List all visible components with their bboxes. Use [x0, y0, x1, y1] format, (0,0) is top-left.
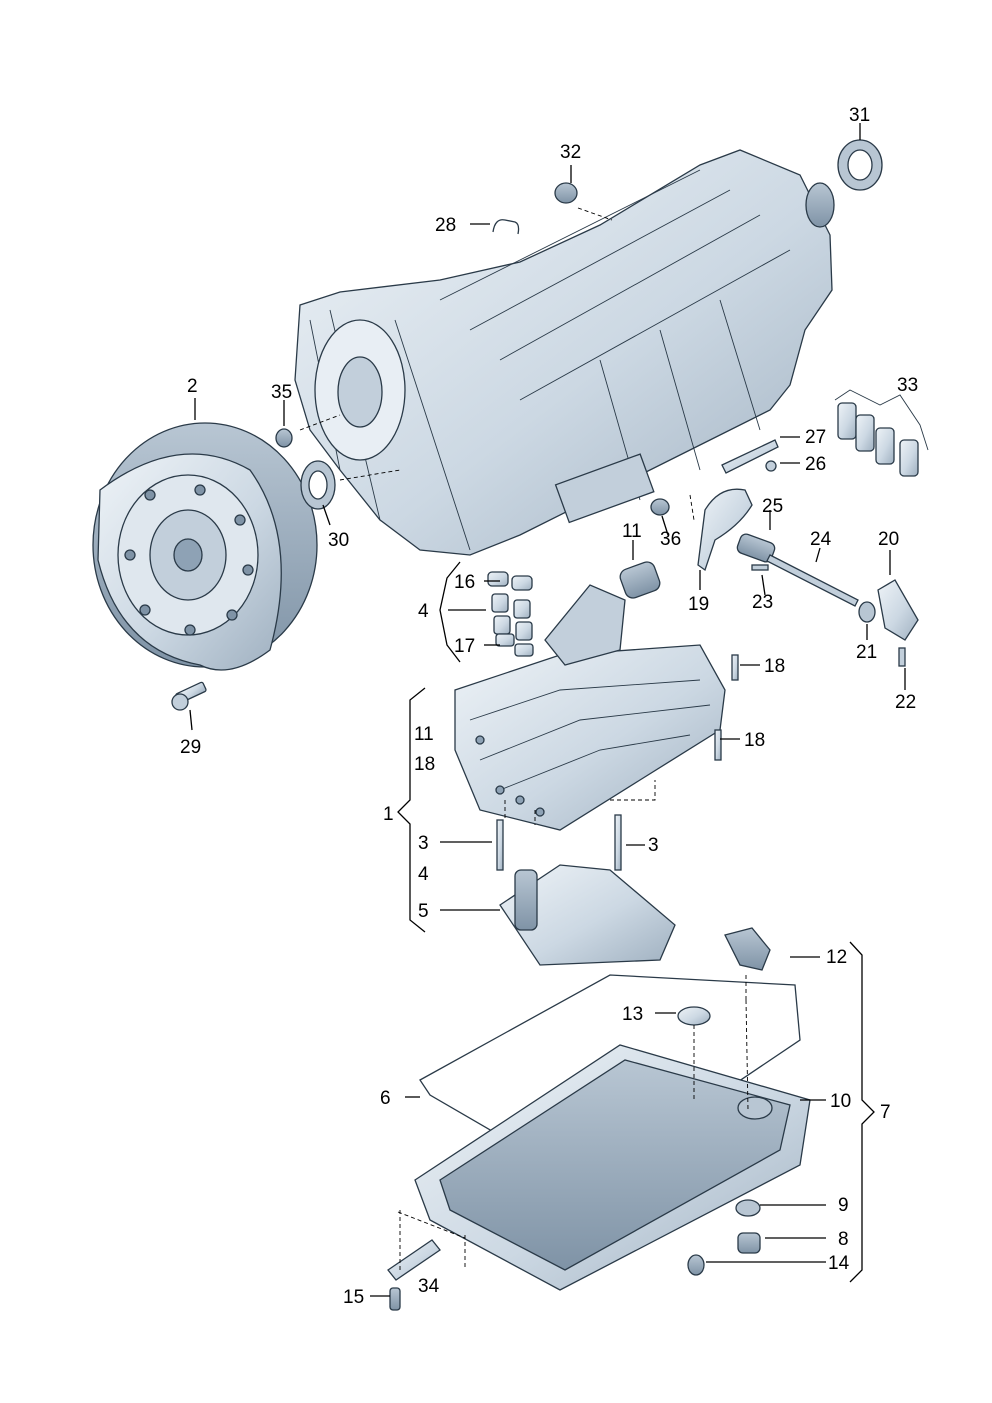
bush-35: [275, 428, 293, 448]
leader-lines: [189, 123, 906, 1297]
callout-17: 17: [454, 636, 475, 657]
callout-16: 16: [454, 572, 475, 593]
seal-30: [300, 460, 336, 510]
callout-20: 20: [878, 529, 899, 550]
callout-11-lower: 11: [414, 724, 434, 745]
solenoid-11: [619, 561, 661, 599]
callout-22: 22: [895, 692, 916, 713]
callout-23: 23: [752, 592, 773, 613]
callout-30: 30: [328, 530, 349, 551]
callout-4-lower: 4: [418, 864, 429, 885]
callout-1: 1: [383, 804, 394, 825]
callout-10: 10: [830, 1091, 851, 1112]
callout-33: 33: [897, 375, 918, 396]
sensor-12: [724, 927, 771, 971]
callout-9: 9: [838, 1195, 849, 1216]
callout-24: 24: [810, 529, 832, 550]
plug-36: [650, 498, 670, 516]
bolt-29: [171, 681, 207, 711]
bushings-33: [837, 402, 919, 477]
callout-11-upper: 11: [622, 521, 642, 542]
callout-21: 21: [856, 642, 877, 663]
callout-2: 2: [187, 376, 198, 397]
valve-body: [454, 584, 726, 831]
callout-34: 34: [418, 1276, 440, 1297]
filter-5: [499, 864, 676, 966]
callout-31: 31: [849, 105, 870, 126]
selector-shaft-parts: [697, 439, 919, 667]
callout-27: 27: [805, 427, 826, 448]
torque-converter: [92, 422, 318, 671]
callout-36: 36: [660, 529, 681, 550]
callout-28: 28: [435, 215, 456, 236]
gasket-6: [419, 974, 801, 1186]
callout-5: 5: [418, 901, 429, 922]
transmission-housing: [294, 149, 835, 556]
callout-26: 26: [805, 454, 826, 475]
bracket-28: [492, 219, 520, 235]
callout-13: 13: [622, 1004, 643, 1025]
callout-6: 6: [380, 1088, 391, 1109]
callout-4-upper: 4: [418, 601, 429, 622]
plug-32: [554, 182, 578, 204]
drain-parts-8-9-14: [687, 1199, 761, 1276]
callout-3-left: 3: [418, 833, 429, 854]
callout-35: 35: [271, 382, 292, 403]
bracket-34-bolt-15: [387, 1239, 441, 1311]
callout-19: 19: [688, 594, 709, 615]
dashed-guides: [299, 207, 749, 1270]
callout-3-right: 3: [648, 835, 659, 856]
oil-pan: [414, 1044, 811, 1291]
seal-31: [837, 139, 883, 191]
callout-18-left: 18: [414, 754, 435, 775]
bolts-3-18: [496, 654, 739, 871]
seals-16-17: [487, 571, 534, 657]
callout-29: 29: [180, 737, 201, 758]
callout-18-upper: 18: [764, 656, 785, 677]
callout-18-middle: 18: [744, 730, 765, 751]
callout-12: 12: [826, 947, 847, 968]
plug-13: [677, 1006, 711, 1026]
callout-8: 8: [838, 1229, 849, 1250]
callout-14: 14: [828, 1253, 850, 1274]
callout-7: 7: [880, 1102, 891, 1123]
callout-25: 25: [762, 496, 783, 517]
callout-labels: 1 2 3 3 4 4 5 6 7 8 9 10 11 11 12 13 14 …: [180, 105, 918, 1308]
bracket-line-33: [834, 389, 929, 451]
callout-15: 15: [343, 1287, 364, 1308]
callout-32: 32: [560, 142, 581, 163]
